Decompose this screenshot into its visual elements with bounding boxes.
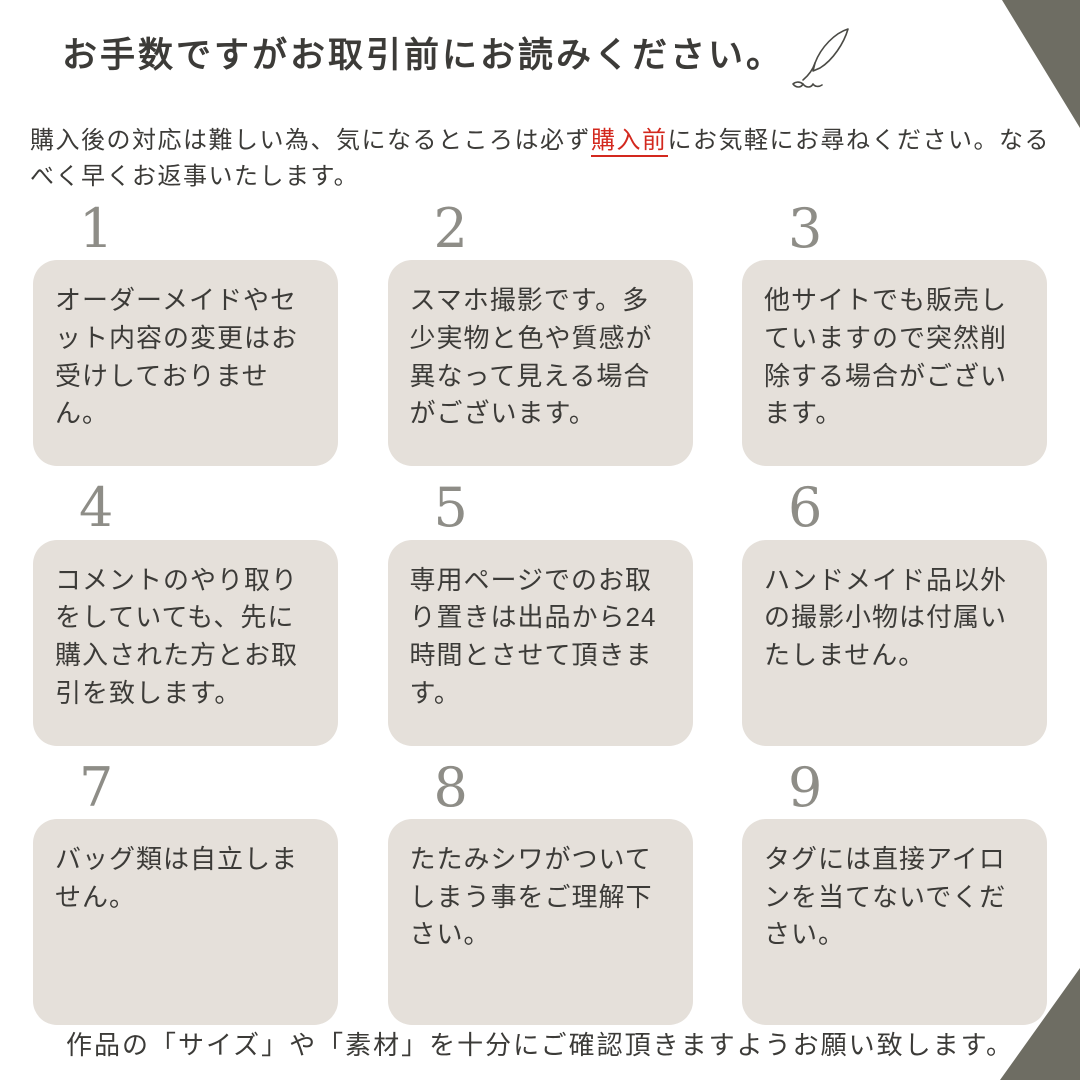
item-card: バッグ類は自立しません。 [33, 818, 338, 1025]
intro-text-before: 購入後の対応は難しい為、気になるところは必ず [30, 127, 591, 154]
item-number: 8 [433, 755, 468, 819]
item-card: 他サイトでも販売していますので突然削除する場合がございます。 [742, 260, 1047, 467]
item-card: コメントのやり取りをしていても、先に購入された方とお取引を致します。 [33, 539, 338, 746]
item-number: 1 [79, 197, 114, 260]
item-number: 6 [788, 476, 823, 540]
item-number: 5 [433, 476, 468, 540]
notice-item: 1 オーダーメイドやセット内容の変更はお受けしておりません。 [33, 197, 338, 467]
notice-item: 5 専用ページでのお取り置きは出品から24時間とさせて頂きます。 [387, 476, 693, 746]
item-card: ハンドメイド品以外の撮影小物は付属いたしません。 [742, 539, 1047, 746]
notice-item: 6 ハンドメイド品以外の撮影小物は付属いたしません。 [742, 476, 1047, 746]
notice-item: 4 コメントのやり取りをしていても、先に購入された方とお取引を致します。 [33, 476, 338, 746]
item-number: 4 [79, 476, 114, 540]
notice-grid: 1 オーダーメイドやセット内容の変更はお受けしておりません。 2 スマホ撮影です… [33, 197, 1047, 1025]
item-card: スマホ撮影です。多少実物と色や質感が異なって見える場合がございます。 [387, 260, 693, 467]
item-card: タグには直接アイロンを当てないでください。 [742, 818, 1047, 1025]
notice-item: 9 タグには直接アイロンを当てないでください。 [742, 755, 1047, 1025]
item-number: 2 [433, 197, 468, 260]
item-number: 7 [79, 755, 114, 819]
item-card: たたみシワがついてしまう事をご理解下さい。 [387, 818, 693, 1025]
quill-pen-icon [788, 26, 858, 99]
header: お手数ですがお取引前にお読みください。 [0, 0, 1080, 99]
footer-note: 作品の「サイズ」や「素材」を十分にご確認頂きますようお願い致します。 [65, 1030, 1015, 1060]
notice-item: 7 バッグ類は自立しません。 [33, 755, 338, 1025]
item-number: 3 [788, 197, 823, 260]
intro-text-after: にお気軽にお尋ねください。なるべく早くお返事いたします。 [30, 127, 1050, 190]
intro-paragraph: 購入後の対応は難しい為、気になるところは必ず購入前にお気軽にお尋ねください。なる… [0, 99, 1080, 195]
notice-item: 3 他サイトでも販売していますので突然削除する場合がございます。 [742, 197, 1047, 467]
item-card: オーダーメイドやセット内容の変更はお受けしておりません。 [33, 260, 338, 467]
item-number: 9 [788, 755, 823, 819]
notice-item: 8 たたみシワがついてしまう事をご理解下さい。 [387, 755, 693, 1025]
notice-item: 2 スマホ撮影です。多少実物と色や質感が異なって見える場合がございます。 [387, 197, 693, 467]
page-title: お手数ですがお取引前にお読みください。 [62, 36, 785, 75]
intro-highlight-purchase-before: 購入前 [591, 127, 668, 157]
item-card: 専用ページでのお取り置きは出品から24時間とさせて頂きます。 [387, 539, 693, 746]
